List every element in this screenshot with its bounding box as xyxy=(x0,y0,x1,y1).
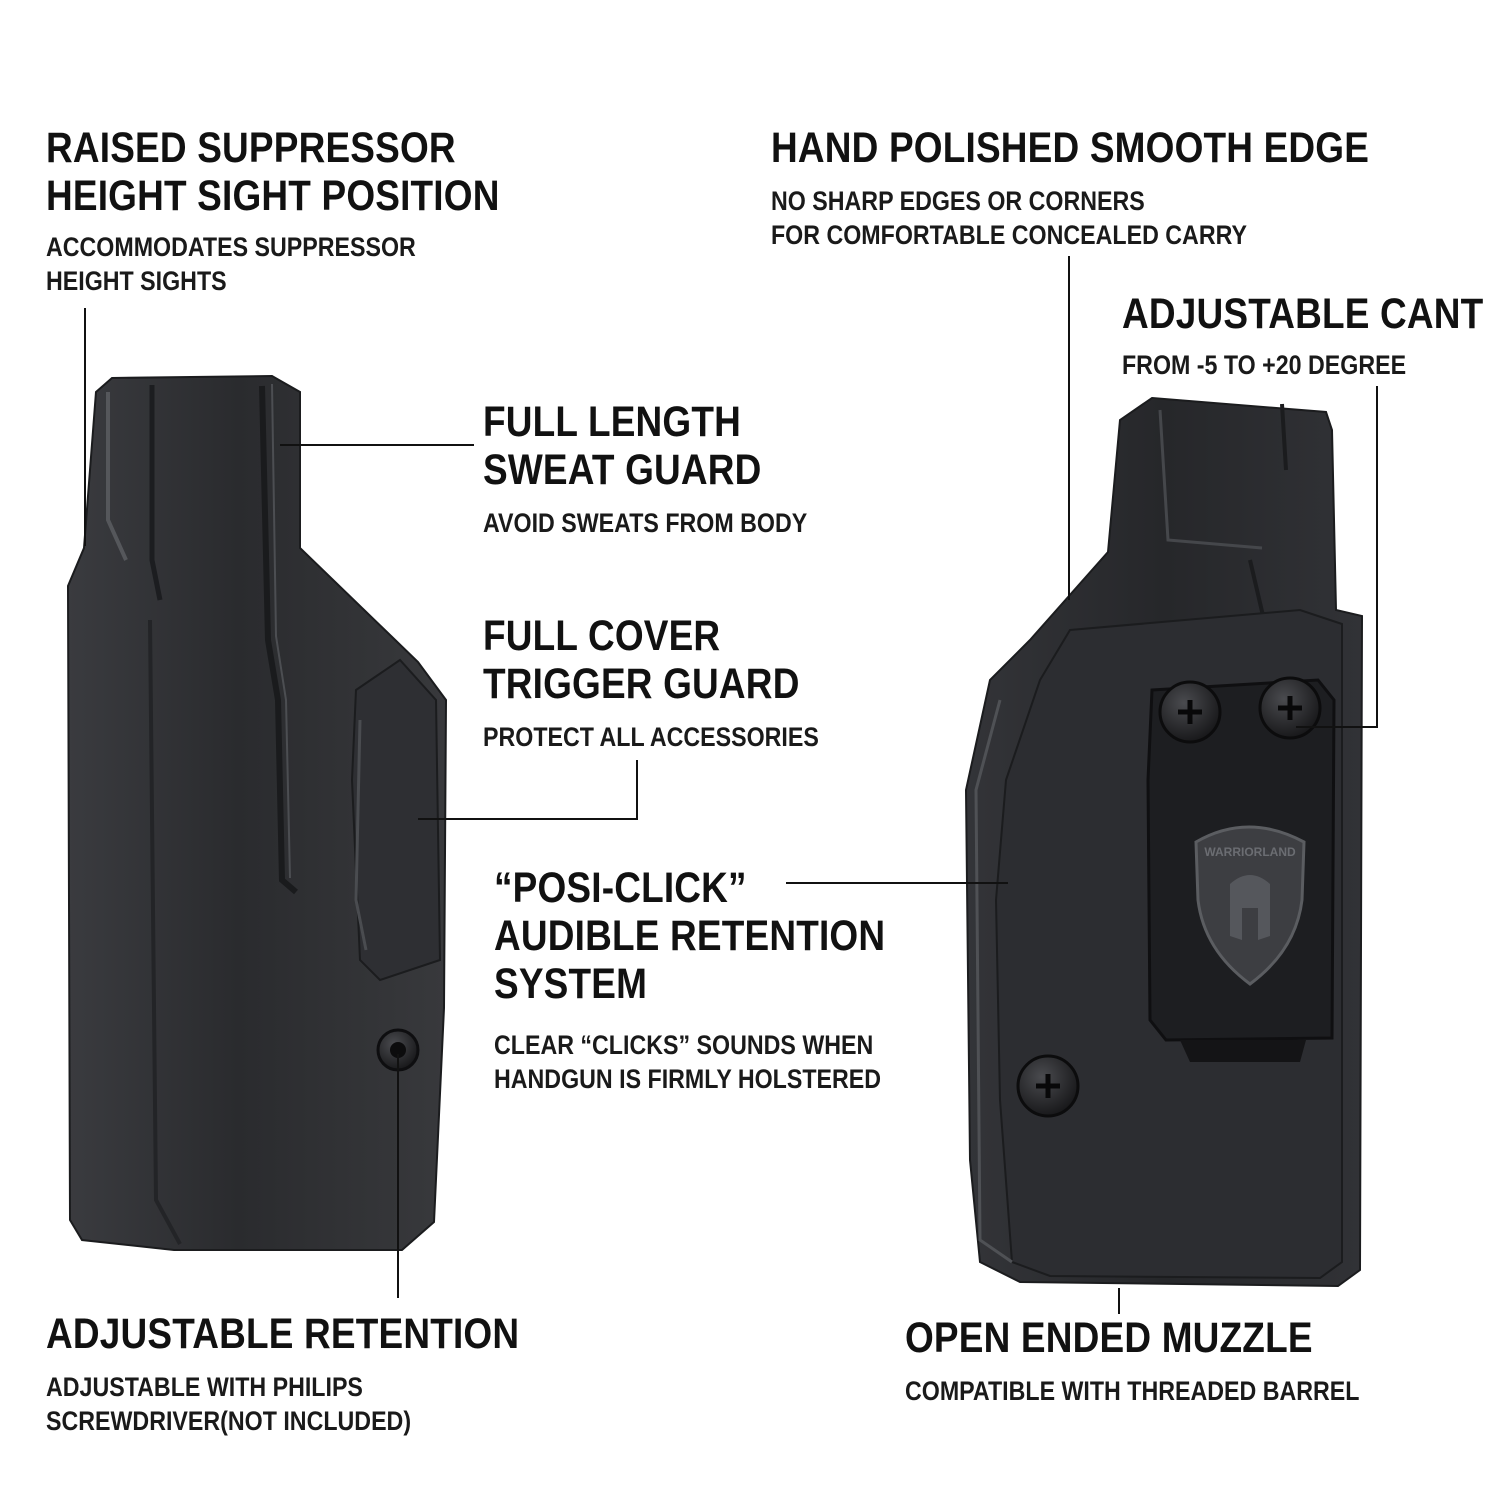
feature-description: FOR COMFORTABLE CONCEALED CARRY xyxy=(771,220,1247,250)
feature-description: AVOID SWEATS FROM BODY xyxy=(483,508,808,538)
feature-title: FULL COVER xyxy=(483,612,721,660)
feature-title: SWEAT GUARD xyxy=(483,446,762,494)
feature-description: ACCOMMODATES SUPPRESSOR xyxy=(46,232,416,262)
leader-line-cant-v xyxy=(1376,386,1378,728)
feature-description: SCREWDRIVER(NOT INCLUDED) xyxy=(46,1406,412,1436)
feature-description: CLEAR “CLICKS” SOUNDS WHEN xyxy=(494,1030,874,1060)
leader-line-posi-click xyxy=(786,882,1008,884)
feature-title: TRIGGER GUARD xyxy=(483,660,800,708)
feature-description: HANDGUN IS FIRMLY HOLSTERED xyxy=(494,1064,882,1094)
feature-title: RAISED SUPPRESSOR xyxy=(46,124,456,172)
holster-front-view: WARRIORLAND xyxy=(964,396,1364,1288)
feature-description: NO SHARP EDGES OR CORNERS xyxy=(771,186,1145,216)
feature-posi-click: “POSI-CLICK” AUDIBLE RETENTION SYSTEM CL… xyxy=(494,864,949,1096)
feature-title: FULL LENGTH xyxy=(483,398,741,446)
feature-title: HAND POLISHED SMOOTH EDGE xyxy=(771,124,1370,172)
spartan-helmet-icon xyxy=(1194,825,1306,986)
leader-line-cant-h xyxy=(1296,726,1378,728)
feature-description: ADJUSTABLE WITH PHILIPS xyxy=(46,1372,363,1402)
feature-title: ADJUSTABLE RETENTION xyxy=(46,1310,520,1358)
leader-line-hand-polished xyxy=(1068,256,1070,600)
feature-title: SYSTEM xyxy=(494,960,648,1008)
feature-description: PROTECT ALL ACCESSORIES xyxy=(483,722,819,752)
feature-title: AUDIBLE RETENTION xyxy=(494,912,886,960)
leader-line-raised-sight xyxy=(84,308,86,546)
leader-line-trigger-guard-v xyxy=(636,760,638,820)
feature-hand-polished: HAND POLISHED SMOOTH EDGE NO SHARP EDGES… xyxy=(771,124,1466,252)
feature-title: HEIGHT SIGHT POSITION xyxy=(46,172,500,220)
feature-trigger-guard: FULL COVER TRIGGER GUARD PROTECT ALL ACC… xyxy=(483,612,874,754)
feature-description: FROM -5 TO +20 DEGREE xyxy=(1122,350,1407,380)
feature-title: OPEN ENDED MUZZLE xyxy=(905,1314,1313,1362)
feature-sweat-guard: FULL LENGTH SWEAT GUARD AVOID SWEATS FRO… xyxy=(483,398,860,540)
feature-description: COMPATIBLE WITH THREADED BARREL xyxy=(905,1376,1360,1406)
feature-raised-sight: RAISED SUPPRESSOR HEIGHT SIGHT POSITION … xyxy=(46,124,573,298)
feature-open-muzzle: OPEN ENDED MUZZLE COMPATIBLE WITH THREAD… xyxy=(905,1314,1433,1408)
feature-title: ADJUSTABLE CANT xyxy=(1122,290,1484,338)
feature-adjustable-cant: ADJUSTABLE CANT FROM -5 TO +20 DEGREE xyxy=(1122,290,1500,382)
leader-line-open-muzzle xyxy=(1118,1288,1120,1314)
holster-back-view xyxy=(66,374,448,1251)
leader-line-trigger-guard-h xyxy=(418,818,638,820)
feature-title: “POSI-CLICK” xyxy=(494,864,747,912)
feature-adjustable-retention: ADJUSTABLE RETENTION ADJUSTABLE WITH PHI… xyxy=(46,1310,596,1438)
feature-description: HEIGHT SIGHTS xyxy=(46,266,227,296)
leader-line-retention xyxy=(397,1054,399,1298)
leader-line-sweat-guard xyxy=(280,444,474,446)
brand-logo-text: WARRIORLAND xyxy=(1204,845,1296,859)
